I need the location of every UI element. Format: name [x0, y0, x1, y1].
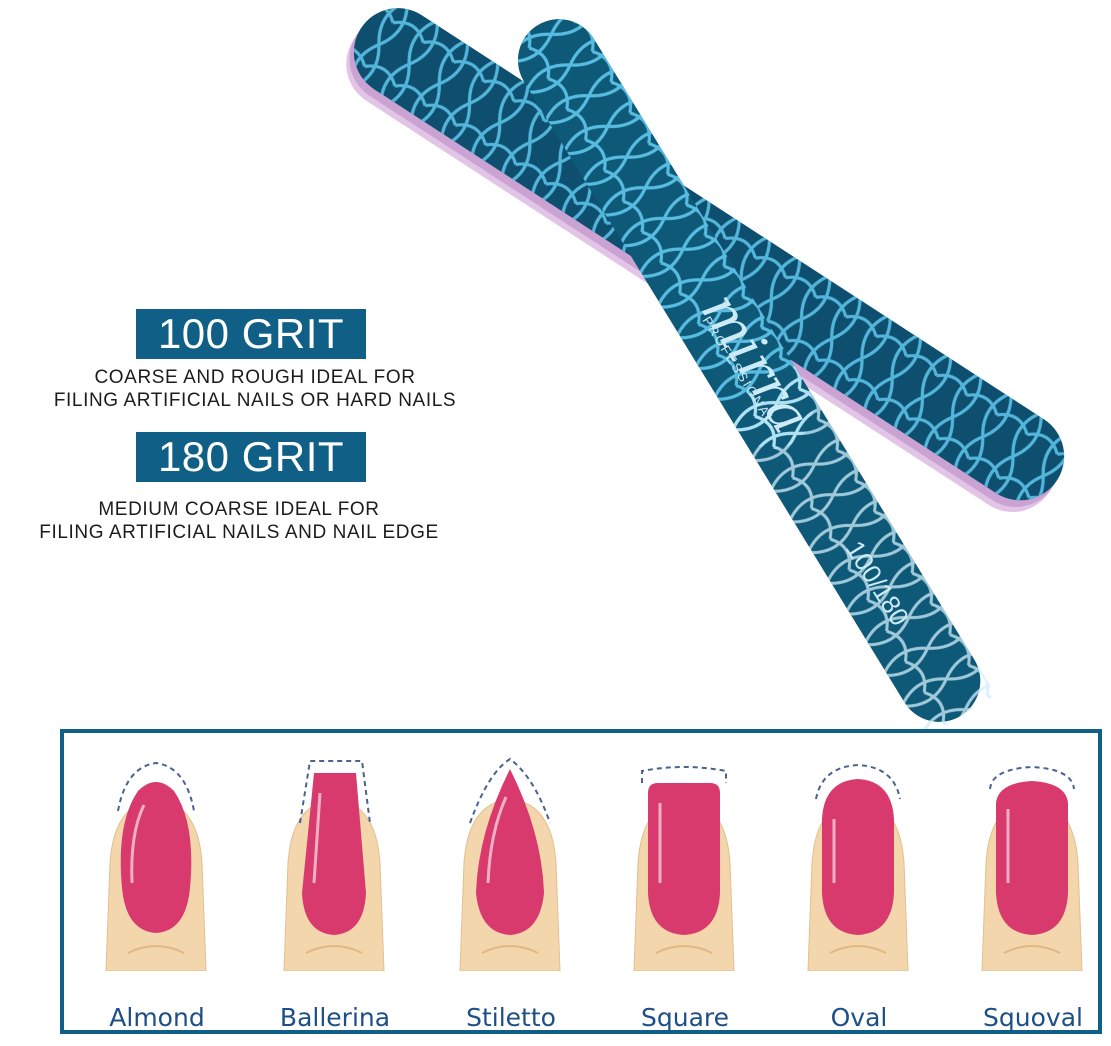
nail-shapes-panel: Almond Ballerina Stiletto Square Oval [60, 729, 1102, 1034]
shape-label-square: Square [640, 1003, 729, 1032]
grit-180-desc-line-2: FILING ARTIFICIAL NAILS AND NAIL EDGE [39, 522, 439, 543]
shape-label-almond: Almond [109, 1003, 205, 1032]
stiletto-nail-illustration [459, 757, 561, 971]
squoval-nail-illustration [981, 765, 1083, 971]
shape-label-squoval: Squoval [983, 1003, 1083, 1032]
shape-label-ballerina: Ballerina [279, 1003, 391, 1032]
front-nail-file [517, 19, 996, 738]
shape-label-oval: Oval [830, 1003, 888, 1032]
oval-nail-illustration [807, 763, 909, 971]
grit-180-badge: 180 GRIT [136, 432, 366, 482]
grit-100-desc-line-2: FILING ARTIFICIAL NAILS OR HARD NAILS [53, 390, 457, 411]
grit-180-description: MEDIUM COARSE IDEAL FOR FILING ARTIFICIA… [0, 498, 478, 544]
grit-180-desc-line-1: MEDIUM COARSE IDEAL FOR [98, 499, 380, 520]
shape-label-stiletto: Stiletto [466, 1003, 556, 1032]
grit-100-description: COARSE AND ROUGH IDEAL FOR FILING ARTIFI… [30, 366, 480, 412]
nail-files-illustration: mirra PROFESSIONAL 100/180 [346, 8, 1065, 738]
ballerina-nail-illustration [283, 760, 385, 971]
almond-nail-illustration [105, 761, 207, 971]
grit-100-desc-line-1: COARSE AND ROUGH IDEAL FOR [94, 367, 416, 388]
square-nail-illustration [633, 766, 735, 971]
grit-100-badge: 100 GRIT [136, 309, 366, 359]
